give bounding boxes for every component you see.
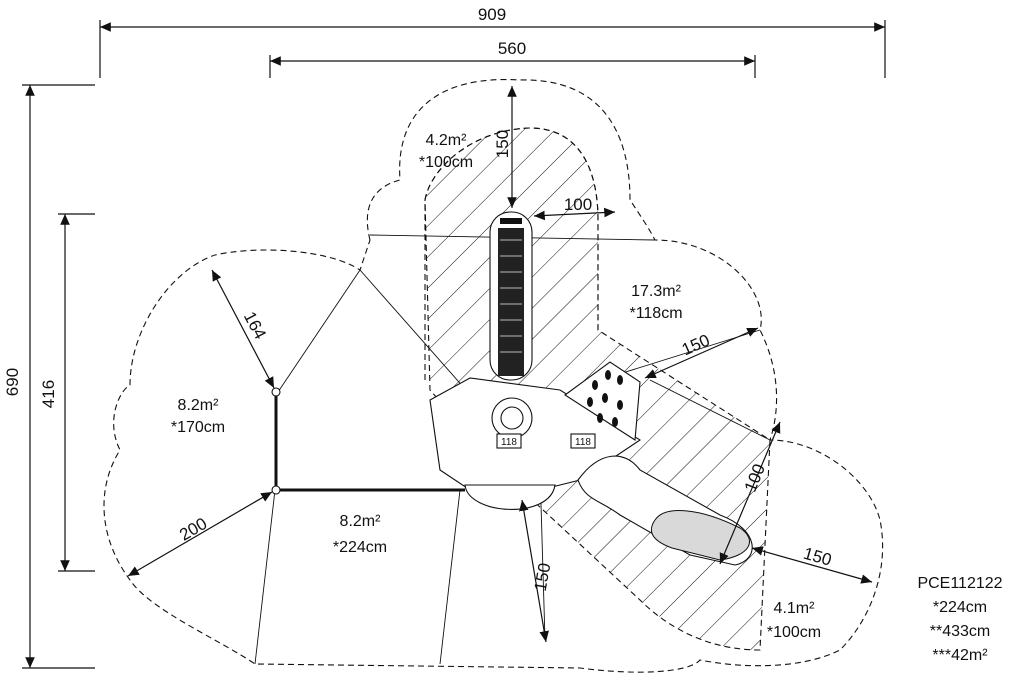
product-height: *224cm xyxy=(933,599,987,616)
dimension-bottom-150: 150 xyxy=(519,499,555,643)
zone-label-top: 4.2m² *100cm xyxy=(419,132,473,171)
dimension-top-100: 100 xyxy=(533,195,616,221)
dimension-right-150: 150 xyxy=(644,327,759,379)
svg-text:*224cm: *224cm xyxy=(333,539,387,556)
product-code: PCE112122 xyxy=(917,575,1002,592)
svg-text:690: 690 xyxy=(3,368,22,396)
svg-text:*170cm: *170cm xyxy=(171,419,225,436)
svg-text:8.2m²: 8.2m² xyxy=(340,513,382,530)
product-area: ***42m² xyxy=(932,647,988,664)
svg-text:*118cm: *118cm xyxy=(629,305,682,322)
svg-text:200: 200 xyxy=(176,514,210,545)
zone-label-right: 17.3m² *118cm xyxy=(629,283,682,322)
svg-text:8.2m²: 8.2m² xyxy=(178,397,220,414)
svg-text:17.3m²: 17.3m² xyxy=(631,283,681,300)
dimension-left-200: 200 xyxy=(127,491,273,577)
climbing-net-rungs xyxy=(500,239,522,353)
product-free-fall: **433cm xyxy=(930,623,990,640)
dimension-overall-height: 690 xyxy=(3,84,95,669)
frame-joint-top xyxy=(271,387,281,397)
svg-text:*100cm: *100cm xyxy=(767,624,821,641)
zone-label-left: 8.2m² *170cm xyxy=(171,397,225,436)
svg-text:4.1m²: 4.1m² xyxy=(774,600,816,617)
dimension-inner-width: 560 xyxy=(269,39,756,78)
svg-text:118: 118 xyxy=(575,437,591,448)
product-info: PCE112122 *224cm **433cm ***42m² xyxy=(917,575,1002,664)
climbing-net xyxy=(498,228,524,376)
tube-entry-inner xyxy=(500,406,524,430)
dimension-lower-right-150: 150 xyxy=(751,544,873,584)
svg-text:4.2m²: 4.2m² xyxy=(426,132,468,149)
dimension-inner-height: 416 xyxy=(39,213,95,572)
svg-text:416: 416 xyxy=(39,380,58,408)
svg-text:909: 909 xyxy=(478,5,506,24)
dimension-top-150: 150 xyxy=(493,86,517,208)
svg-text:150: 150 xyxy=(679,331,713,360)
platform-tag-1: 118 xyxy=(496,433,522,449)
svg-text:164: 164 xyxy=(240,308,270,342)
svg-text:150: 150 xyxy=(801,544,834,570)
svg-text:100: 100 xyxy=(564,195,592,214)
zone-label-lower-right: 4.1m² *100cm xyxy=(767,600,821,641)
frame-joint-bottom xyxy=(271,485,281,495)
platform-tag-2: 118 xyxy=(570,433,596,449)
column-cap xyxy=(500,218,522,224)
zone-label-bottom: 8.2m² *224cm xyxy=(333,513,387,556)
svg-text:150: 150 xyxy=(493,130,512,158)
svg-text:150: 150 xyxy=(531,561,555,592)
svg-text:118: 118 xyxy=(501,437,517,448)
dimension-overall-width: 909 xyxy=(99,5,886,78)
dimension-left-164: 164 xyxy=(211,269,275,389)
svg-text:560: 560 xyxy=(498,39,526,58)
safety-zone-outline xyxy=(103,78,884,673)
climbing-holds xyxy=(587,370,623,427)
svg-text:*100cm: *100cm xyxy=(419,154,473,171)
